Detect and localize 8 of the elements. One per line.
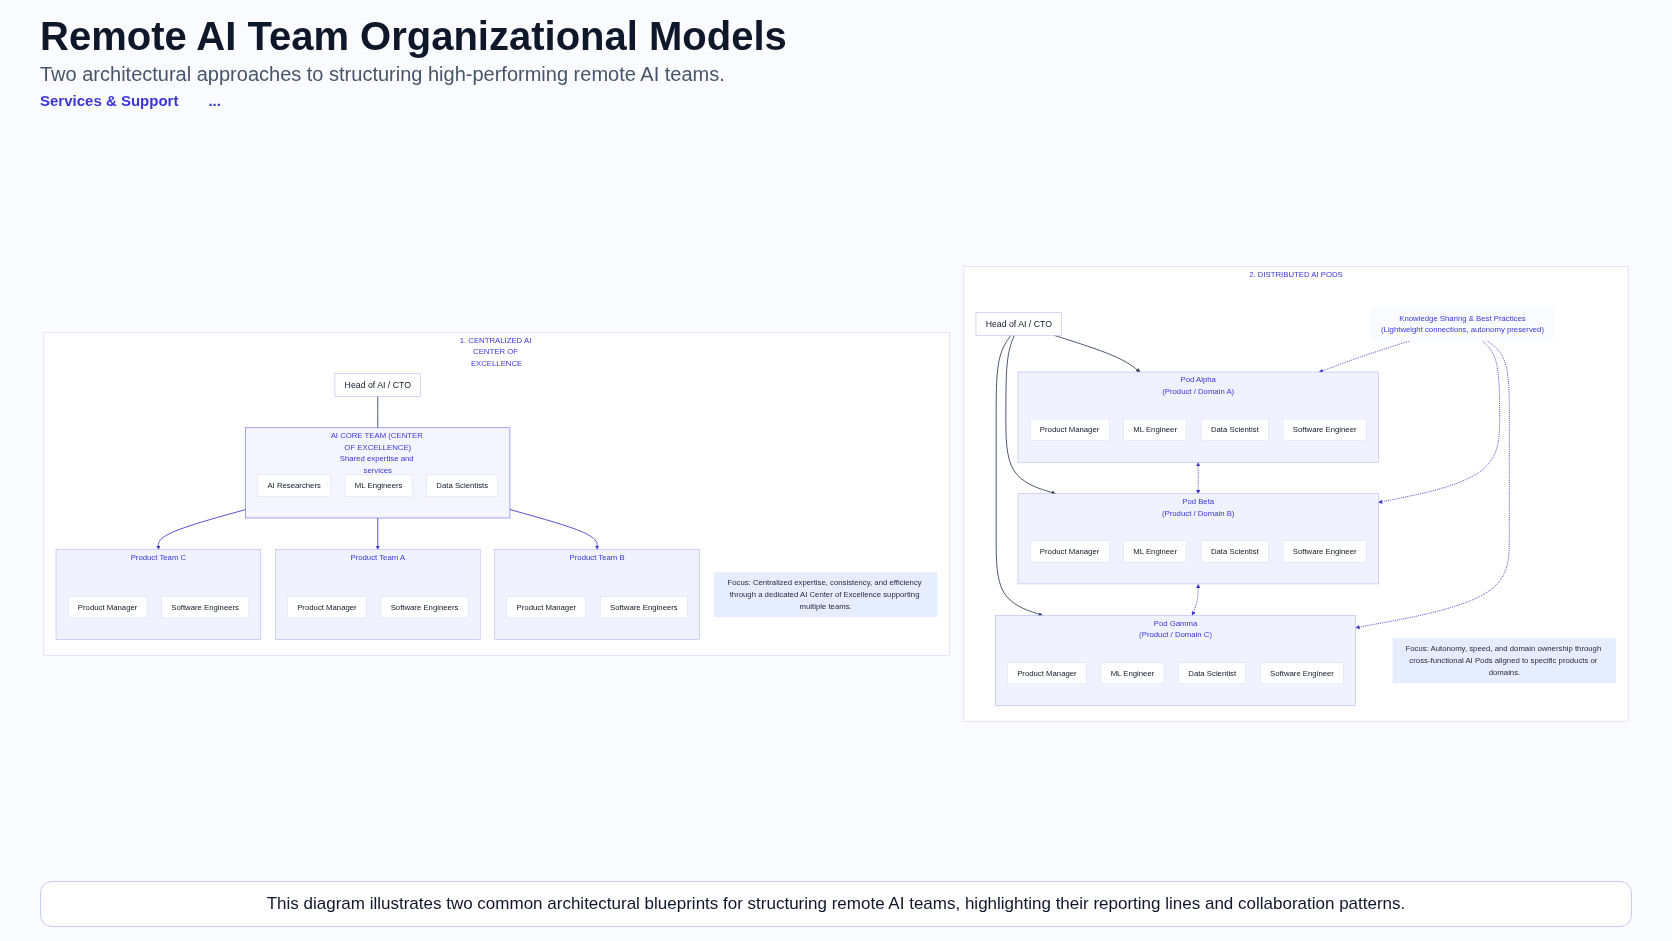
caption: This diagram illustrates two common architectural blueprints for structuring remote AI teams, highlighting their reporting lines and collaboration patterns. <box>40 881 1632 927</box>
node-box: Head of AI / CTO <box>975 312 1062 336</box>
note-text: Services & Support <box>40 92 179 109</box>
note-text: ... <box>208 92 221 109</box>
subtitle: Two architectural approaches to structuring high-performing remote AI teams. <box>40 63 725 86</box>
node-box: Head of AI / CTO <box>334 373 421 397</box>
connector <box>377 395 379 429</box>
title: Remote AI Team Organizational Models <box>40 14 787 59</box>
